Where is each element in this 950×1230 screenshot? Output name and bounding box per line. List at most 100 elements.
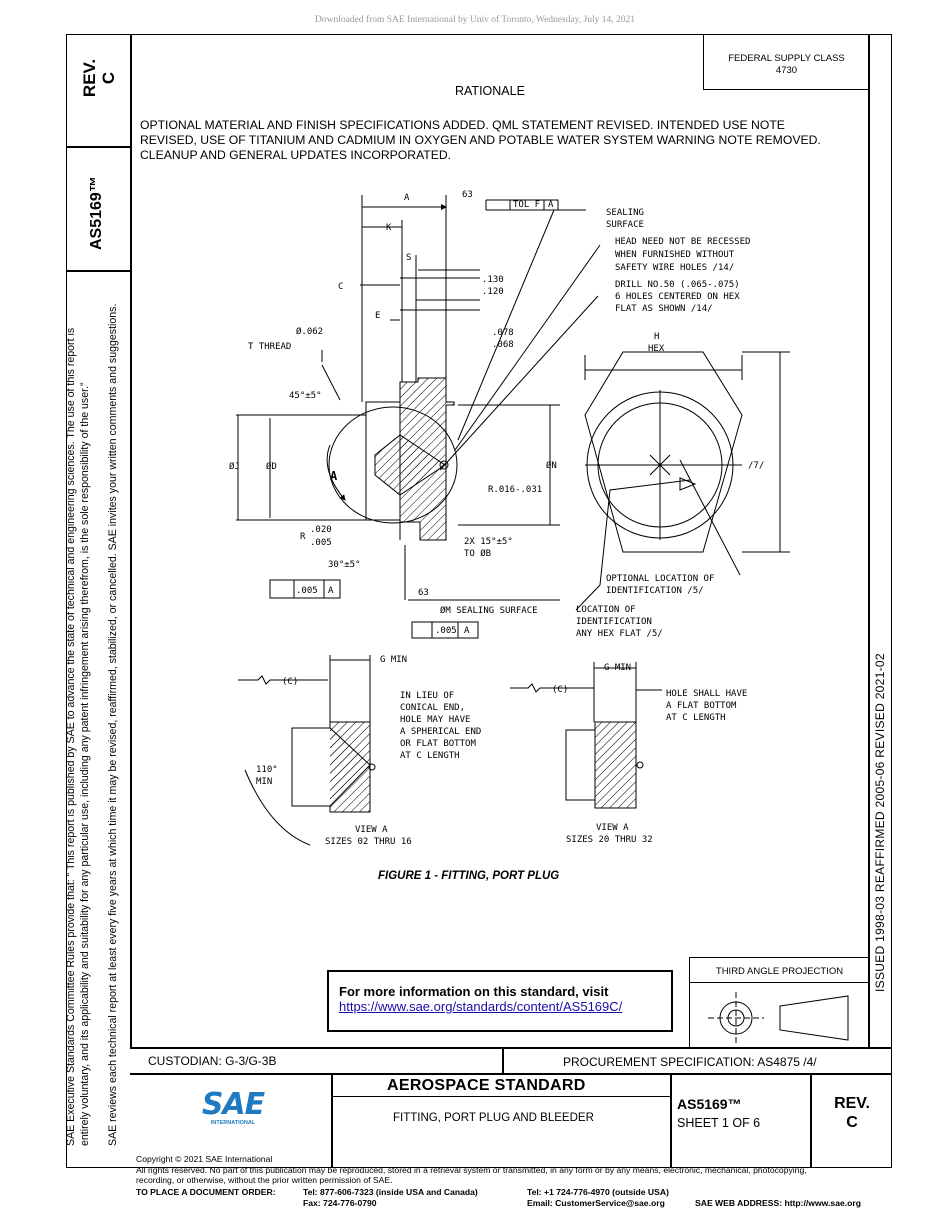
label-078: .078	[492, 328, 514, 338]
label-lieu-4: A SPHERICAL END	[400, 727, 481, 737]
rationale-line1: OPTIONAL MATERIAL AND FINISH SPECIFICATI…	[140, 118, 785, 132]
label-loc-2: IDENTIFICATION	[576, 617, 652, 627]
rationale-text: OPTIONAL MATERIAL AND FINISH SPECIFICATI…	[140, 118, 821, 163]
label-hole-3: AT C LENGTH	[666, 713, 726, 723]
label-min: MIN	[256, 777, 272, 787]
label-loc-1: LOCATION OF	[576, 605, 636, 615]
label-head-note-2: WHEN FURNISHED WITHOUT	[615, 250, 735, 260]
rights-2: recording, or otherwise, without the pri…	[136, 1175, 393, 1185]
projection-symbol	[708, 992, 849, 1044]
rationale-line3: CLEANUP AND GENERAL UPDATES INCORPORATED…	[140, 148, 452, 162]
label-sizes-2: SIZES 20 THRU 32	[566, 835, 653, 845]
label-c: C	[338, 282, 343, 292]
label-g-min-right: G MIN	[604, 663, 631, 673]
label-loc-3: ANY HEX FLAT /5/	[576, 629, 663, 639]
label-sealing-2: SURFACE	[606, 220, 644, 230]
label-068: .068	[492, 340, 514, 350]
rationale-title: RATIONALE	[455, 84, 525, 98]
label-r005: .005	[310, 538, 332, 548]
label-phi-d: ØD	[266, 461, 277, 472]
page-frame	[66, 34, 892, 1168]
right-column-divider	[868, 34, 870, 1048]
info-link[interactable]: https://www.sae.org/standards/content/AS…	[339, 999, 623, 1014]
label-note-7: /7/	[748, 461, 764, 471]
label-tol: TOL F	[513, 200, 540, 210]
label-datum-a-left: A	[328, 586, 334, 596]
label-30: 30°±5°	[328, 560, 361, 570]
label-lieu-2: CONICAL END,	[400, 703, 465, 713]
web-address[interactable]: SAE WEB ADDRESS: http://www.sae.org	[695, 1198, 861, 1208]
label-tol-005-left: .005	[296, 586, 318, 596]
label-lieu-1: IN LIEU OF	[400, 691, 454, 701]
label-k: K	[386, 223, 392, 233]
rights-1: All rights reserved. No part of this pub…	[136, 1164, 807, 1175]
label-hex: HEX	[648, 344, 665, 354]
label-sizes-1: SIZES 02 THRU 16	[325, 837, 412, 847]
label-45: 45°±5°	[289, 391, 322, 401]
bottom-rev-value: C	[846, 1114, 858, 1131]
fax: Fax: 724-776-0790	[303, 1198, 377, 1208]
label-r016: R.016-.031	[488, 485, 542, 495]
label-view-a-left: VIEW A	[355, 825, 388, 835]
federal-supply-line2: 4730	[775, 65, 798, 76]
bottom-rev-label: REV.	[834, 1095, 870, 1112]
label-phi-j: ØJ	[229, 461, 240, 472]
label-c-paren-left: (C)	[282, 677, 298, 687]
label-r-prefix: R	[300, 532, 306, 542]
left-column-divider	[130, 34, 132, 1048]
email[interactable]: Email: CustomerService@sae.org	[527, 1198, 665, 1208]
label-phi-m: ØM SEALING SURFACE	[440, 605, 538, 616]
sheet-number: SHEET 1 OF 6	[677, 1116, 761, 1130]
sae-logo-sub: INTERNATIONAL	[210, 1120, 256, 1126]
label-h: H	[654, 332, 659, 342]
custodian: CUSTODIAN: G-3/G-3B	[148, 1054, 277, 1068]
procurement-spec: PROCUREMENT SPECIFICATION: AS4875 /4/	[563, 1055, 817, 1069]
label-110: 110°	[256, 765, 278, 775]
standard-type: AEROSPACE STANDARD	[387, 1077, 586, 1094]
label-r020: .020	[310, 525, 332, 535]
tel-intl: Tel: +1 724-776-4970 (outside USA)	[527, 1187, 669, 1197]
label-c-paren-right: (C)	[552, 685, 568, 695]
label-hole-1: HOLE SHALL HAVE	[666, 689, 747, 699]
label-view-marker: A	[330, 469, 338, 483]
label-g-min-left: G MIN	[380, 655, 407, 665]
order-label: TO PLACE A DOCUMENT ORDER:	[136, 1187, 276, 1197]
port-plug-drawing: A K S C E 63 TOL F A SEALING SURFACE .13…	[229, 190, 790, 847]
download-notice: Downloaded from SAE International by Uni…	[314, 15, 636, 25]
label-hole-2: A FLAT BOTTOM	[666, 701, 737, 711]
label-opt-loc-1: OPTIONAL LOCATION OF	[606, 574, 714, 584]
label-phi-n: ØN	[546, 460, 557, 471]
label-63-bottom: 63	[418, 588, 429, 598]
info-heading: For more information on this standard, v…	[339, 984, 609, 999]
tel-us: Tel: 877-606-7323 (inside USA and Canada…	[303, 1187, 478, 1197]
label-63-top: 63	[462, 190, 473, 200]
view-a-circle	[328, 406, 458, 524]
figure-caption: FIGURE 1 - FITTING, PORT PLUG	[378, 870, 560, 882]
label-lieu-3: HOLE MAY HAVE	[400, 715, 470, 725]
doc-subtitle: FITTING, PORT PLUG AND BLEEDER	[393, 1112, 594, 1124]
label-130: .130	[482, 275, 504, 285]
label-a: A	[404, 193, 410, 203]
label-15-1: 2X 15°±5°	[464, 537, 513, 547]
doc-box-divider	[66, 270, 131, 272]
label-120: .120	[482, 287, 504, 297]
label-sealing-1: SEALING	[606, 208, 644, 218]
label-head-note-3: SAFETY WIRE HOLES /14/	[615, 263, 734, 273]
label-datum-a-bottom: A	[464, 626, 470, 636]
bottom-rev: REV. C	[812, 1094, 892, 1132]
label-lieu-5: OR FLAT BOTTOM	[400, 739, 476, 749]
federal-supply-line1: FEDERAL SUPPLY CLASS	[728, 53, 845, 64]
label-datum-a-top: A	[548, 200, 554, 210]
hex-head	[584, 351, 743, 553]
rev-box-divider	[66, 146, 131, 148]
label-tol-005-bottom: .005	[435, 626, 457, 636]
label-opt-loc-2: IDENTIFICATION /5/	[606, 586, 704, 596]
label-e: E	[375, 311, 380, 321]
projection-label: THIRD ANGLE PROJECTION	[715, 966, 844, 977]
label-drill-1: DRILL NO.50 (.065-.075)	[615, 280, 740, 290]
rationale-line2: REVISED, USE OF TITANIUM AND CADMIUM IN …	[140, 133, 821, 147]
label-lieu-6: AT C LENGTH	[400, 751, 460, 761]
label-15-2: TO ØB	[464, 548, 491, 559]
label-s: S	[406, 253, 411, 263]
info-box: For more information on this standard, v…	[327, 970, 673, 1032]
